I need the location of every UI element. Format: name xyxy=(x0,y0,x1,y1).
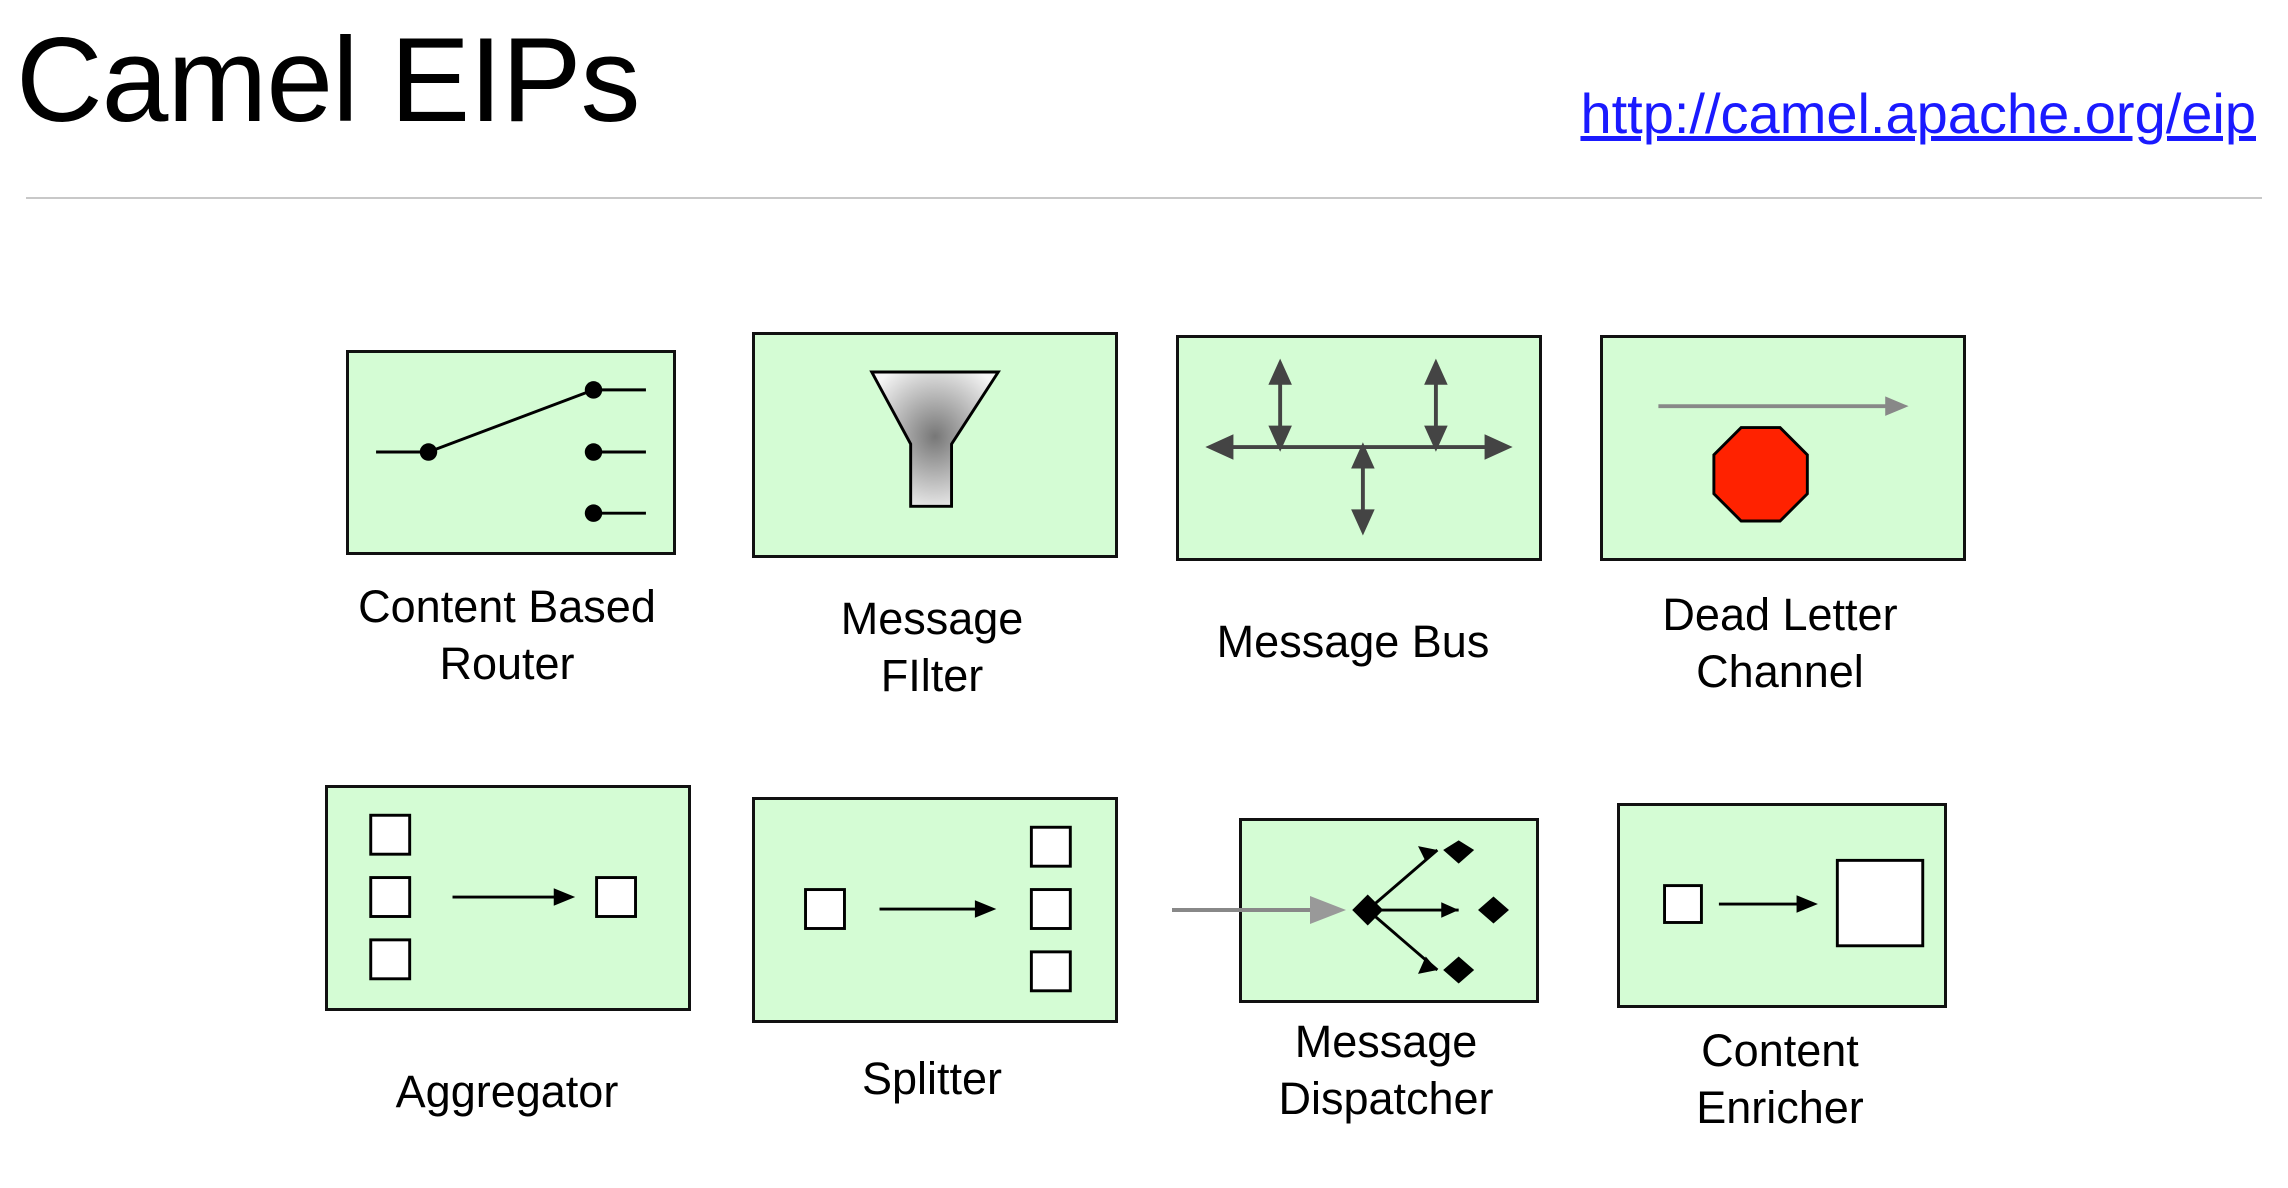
message-bus-caption: Message Bus xyxy=(1216,616,1490,667)
message-filter-panel xyxy=(752,332,1118,558)
content-enricher-icon xyxy=(1663,858,1925,948)
dead-letter-channel-panel xyxy=(1600,335,1966,561)
splitter-caption: Splitter xyxy=(861,1053,1003,1104)
message-filter-icon xyxy=(869,370,1001,508)
splitter-panel xyxy=(752,797,1118,1023)
message-dispatcher-icon xyxy=(1352,840,1509,984)
eip-link[interactable]: http://camel.apache.org/eip xyxy=(1580,82,2256,145)
header-divider xyxy=(26,197,2262,199)
page-title: Camel EIPs xyxy=(16,13,641,147)
message-bus-icon xyxy=(1205,358,1513,536)
dispatcher-input-arrow xyxy=(1172,896,1346,924)
content-enricher-panel xyxy=(1617,803,1947,1008)
splitter-icon xyxy=(804,825,1072,993)
aggregator-panel xyxy=(325,785,691,1011)
content-based-router-panel xyxy=(346,350,676,555)
aggregator-icon xyxy=(369,813,637,981)
aggregator-caption: Aggregator xyxy=(395,1066,619,1117)
dead-letter-channel-icon xyxy=(1658,396,1909,523)
message-bus-panel xyxy=(1176,335,1542,561)
content-based-router-icon xyxy=(376,381,646,522)
